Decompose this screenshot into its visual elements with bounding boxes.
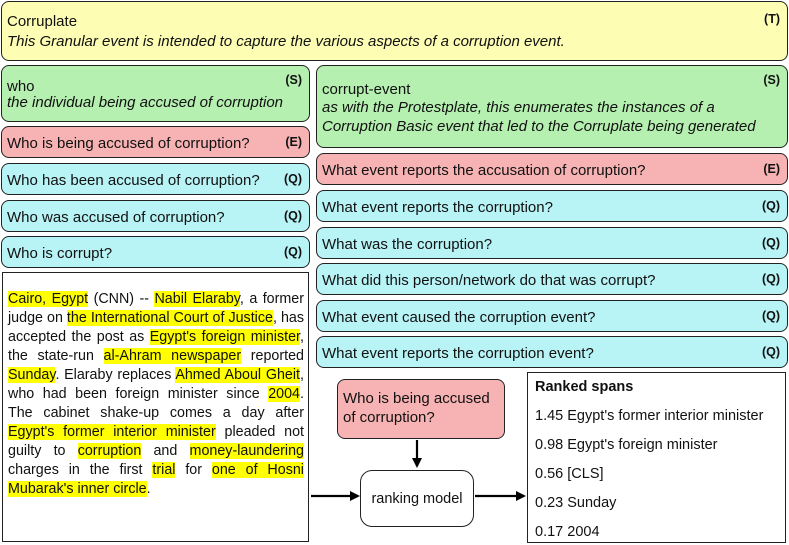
template-box: Corruplate This Granular event is intend… — [1, 1, 788, 61]
question-text: Who is being accused of corruption? — [7, 135, 250, 152]
question-tag: (Q) — [283, 209, 302, 223]
passage-text: charges in the first — [8, 462, 153, 478]
question-tag: (Q) — [761, 236, 780, 250]
highlighted-span: trial — [152, 462, 176, 478]
who-question: Who is corrupt? (Q) — [1, 236, 310, 268]
slot-who-tag: (S) — [285, 73, 302, 87]
slot-event-name: corrupt-event — [322, 81, 411, 98]
question-text: What event caused the corruption event? — [322, 309, 596, 326]
who-question-example: Who is being accused of corruption? (E) — [1, 126, 310, 158]
passage-text: . Elaraby replaces — [55, 367, 176, 383]
query-line2: of corruption? — [343, 409, 435, 426]
ranked-span-item: 0.17 2004 — [535, 524, 600, 540]
slot-event-description-line1: as with the Protestplate, this enumerate… — [322, 99, 715, 116]
passage-text: , who had been foreign minister since — [8, 367, 304, 402]
news-passage: Cairo, Egypt (CNN) -- Nabil Elaraby, a f… — [2, 272, 309, 542]
highlighted-span: 2004 — [268, 386, 301, 402]
highlighted-span: Cairo, Egypt — [8, 291, 89, 307]
event-question-example: What event reports the accusation of cor… — [316, 153, 788, 185]
highlighted-span: corruption — [77, 443, 142, 459]
question-tag: (Q) — [761, 199, 780, 213]
question-text: Who was accused of corruption? — [7, 209, 225, 226]
ranked-span-item: 1.45 Egypt's former interior minister — [535, 408, 764, 424]
event-question: What event caused the corruption event? … — [316, 300, 788, 332]
slot-event-box: corrupt-event as with the Protestplate, … — [316, 65, 788, 148]
ranking-model-box: ranking model — [360, 470, 474, 527]
question-text: Who is corrupt? — [7, 245, 113, 262]
question-tag: (Q) — [283, 172, 302, 186]
passage-text: . — [146, 481, 151, 497]
question-tag: (Q) — [761, 309, 780, 323]
passage-text: , a former judge on — [8, 291, 305, 326]
question-text: Who has been accused of corruption? — [7, 172, 260, 189]
passage-text: , the state-run — [8, 329, 304, 364]
ranked-spans-title: Ranked spans — [535, 379, 634, 395]
ranking-model-label: ranking model — [371, 491, 463, 507]
passage-text: for — [175, 462, 212, 478]
question-tag: (Q) — [761, 272, 780, 286]
ranked-span-item: 0.23 Sunday — [535, 495, 617, 511]
event-question: What event reports the corruption event?… — [316, 336, 788, 368]
slot-who-box: who the individual being accused of corr… — [1, 65, 310, 122]
event-question: What event reports the corruption? (Q) — [316, 190, 788, 222]
highlighted-span: Sunday — [8, 367, 56, 383]
ranked-spans-box: Ranked spans 1.45 Egypt's former interio… — [527, 372, 786, 543]
template-description: This Granular event is intended to captu… — [7, 33, 565, 50]
highlighted-span: the International Court of Justice — [66, 310, 273, 326]
ranked-span-item: 0.98 Egypt's foreign minister — [535, 437, 718, 453]
template-tag: (T) — [764, 12, 780, 26]
highlighted-span: Egypt's foreign minister — [149, 329, 300, 345]
passage-text: pleaded not guilty to — [8, 424, 305, 459]
passage-text: and — [141, 443, 190, 459]
question-tag: (E) — [285, 135, 302, 149]
question-tag: (Q) — [283, 245, 302, 259]
who-question: Who was accused of corruption? (Q) — [1, 200, 310, 232]
highlighted-span: Egypt's former interior minister — [8, 424, 216, 440]
passage-text: reported — [241, 348, 304, 364]
slot-who-name: who — [7, 78, 35, 95]
query-box: Who is being accused of corruption? — [337, 379, 505, 439]
passage-text: , has accepted the post as — [8, 310, 304, 345]
highlighted-span: al-Ahram newspaper — [103, 348, 242, 364]
question-text: What event reports the corruption? — [322, 199, 553, 216]
slot-event-tag: (S) — [763, 73, 780, 87]
question-text: What was the corruption? — [322, 236, 493, 253]
event-question: What was the corruption? (Q) — [316, 227, 788, 259]
highlighted-span: money-laundering — [189, 443, 304, 459]
ranked-span-item: 0.56 [CLS] — [535, 466, 604, 482]
template-title: Corruplate — [7, 13, 78, 30]
highlighted-span: Nabil Elaraby — [154, 291, 240, 307]
who-question: Who has been accused of corruption? (Q) — [1, 163, 310, 195]
question-text: What did this person/network do that was… — [322, 272, 656, 289]
passage-text: (CNN) -- — [88, 291, 155, 307]
question-tag: (Q) — [761, 345, 780, 359]
passage-text: . The cabinet shake-up comes a day after — [8, 386, 304, 421]
question-text: What event reports the accusation of cor… — [322, 162, 646, 179]
question-tag: (E) — [763, 162, 780, 176]
event-question: What did this person/network do that was… — [316, 263, 788, 295]
query-line1: Who is being accused — [343, 390, 490, 407]
slot-event-description-line2: Corruption Basic event that led to the C… — [322, 118, 756, 135]
slot-who-description: the individual being accused of corrupti… — [7, 94, 284, 111]
highlighted-span: Ahmed Aboul Gheit — [175, 367, 301, 383]
question-text: What event reports the corruption event? — [322, 345, 594, 362]
